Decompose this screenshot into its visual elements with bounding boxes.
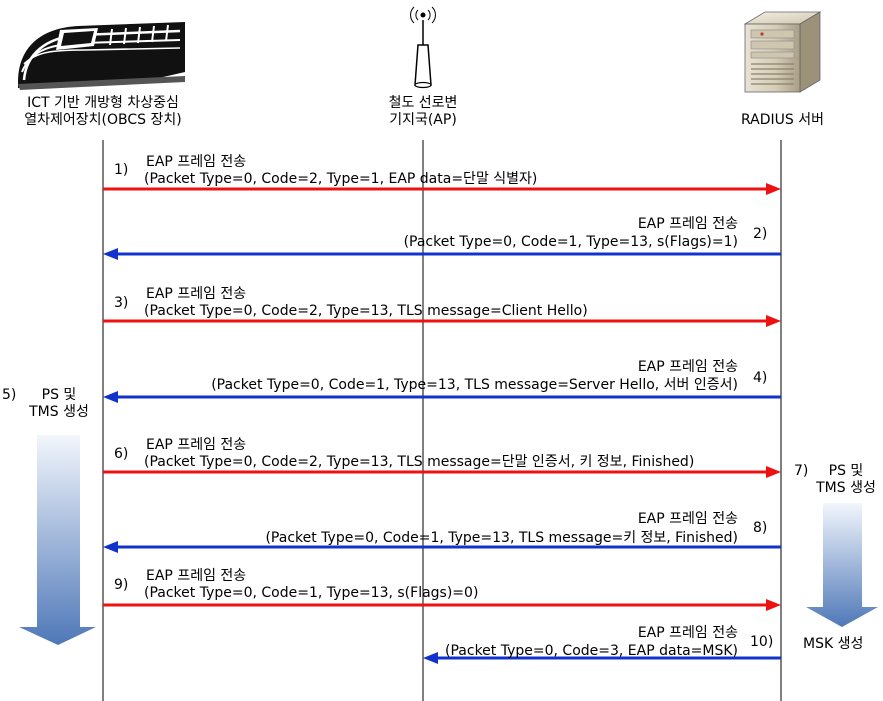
message-3-title: EAP 프레임 전송	[146, 286, 247, 302]
message-9-number: 9)	[114, 577, 129, 593]
message-2-title: EAP 프레임 전송	[637, 216, 738, 232]
step-7-line2: TMS 생성	[816, 480, 876, 496]
step-7-label: PS 및 TMS 생성	[809, 463, 883, 497]
step-5-line1: PS 및	[41, 387, 77, 403]
message-1-number: 1)	[114, 162, 129, 178]
ap-label: 철도 선로변 기지국(AP)	[363, 95, 483, 129]
step-7-number: 7)	[794, 463, 809, 479]
message-8-title: EAP 프레임 전송	[637, 511, 738, 527]
server-icon	[743, 11, 822, 93]
radius-label-line1: RADIUS 서버	[741, 112, 824, 128]
obcs-ps-tms-arrow	[19, 435, 96, 645]
message-9-detail: (Packet Type=0, Code=1, Type=13, s(Flags…	[144, 585, 479, 601]
step-5-line2: TMS 생성	[29, 404, 89, 420]
message-6-number: 6)	[114, 446, 129, 462]
message-arrow-6	[103, 466, 781, 478]
message-arrow-2	[103, 248, 781, 260]
antenna-icon	[410, 6, 436, 89]
message-4-number: 4)	[753, 370, 768, 386]
radius-label: RADIUS 서버	[725, 112, 840, 129]
ap-label-line2: 기지국(AP)	[389, 112, 457, 128]
message-1-detail: (Packet Type=0, Code=2, Type=1, EAP data…	[144, 171, 538, 187]
message-6-detail: (Packet Type=0, Code=2, Type=13, TLS mes…	[144, 454, 695, 470]
message-10-title: EAP 프레임 전송	[637, 625, 738, 641]
message-6-title: EAP 프레임 전송	[146, 437, 247, 453]
message-2-number: 2)	[753, 226, 768, 242]
message-10-detail: (Packet Type=0, Code=3, EAP data=MSK)	[445, 643, 738, 659]
message-1-title: EAP 프레임 전송	[146, 154, 247, 170]
message-4-detail: (Packet Type=0, Code=1, Type=13, TLS mes…	[211, 377, 738, 393]
step-7-line1: PS 및	[828, 463, 864, 479]
step-5-number: 5)	[2, 387, 17, 403]
message-arrow-3	[103, 315, 781, 327]
message-10-number: 10)	[750, 634, 774, 650]
message-arrow-9	[103, 599, 781, 611]
train-icon	[18, 22, 185, 90]
message-4-title: EAP 프레임 전송	[637, 359, 738, 375]
message-3-detail: (Packet Type=0, Code=2, Type=13, TLS mes…	[144, 303, 588, 319]
message-arrow-1	[103, 183, 781, 195]
obcs-label: ICT 기반 개방형 차상중심 열차제어장치(OBCS 장치)	[3, 95, 203, 129]
message-arrow-4	[103, 391, 781, 403]
msk-label: MSK 생성	[803, 636, 864, 652]
step-5-label: PS 및 TMS 생성	[18, 387, 100, 421]
obcs-label-line1: ICT 기반 개방형 차상중심	[27, 95, 179, 111]
message-8-number: 8)	[753, 520, 768, 536]
message-2-detail: (Packet Type=0, Code=1, Type=13, s(Flags…	[403, 234, 738, 250]
message-9-title: EAP 프레임 전송	[146, 568, 247, 584]
obcs-label-line2: 열차제어장치(OBCS 장치)	[24, 112, 182, 128]
message-8-detail: (Packet Type=0, Code=1, Type=13, TLS mes…	[265, 530, 738, 546]
radius-ps-tms-arrow	[806, 503, 878, 627]
message-arrow-10	[423, 652, 781, 664]
message-3-number: 3)	[114, 295, 129, 311]
ap-label-line1: 철도 선로변	[388, 95, 458, 111]
message-arrow-8	[103, 541, 781, 553]
